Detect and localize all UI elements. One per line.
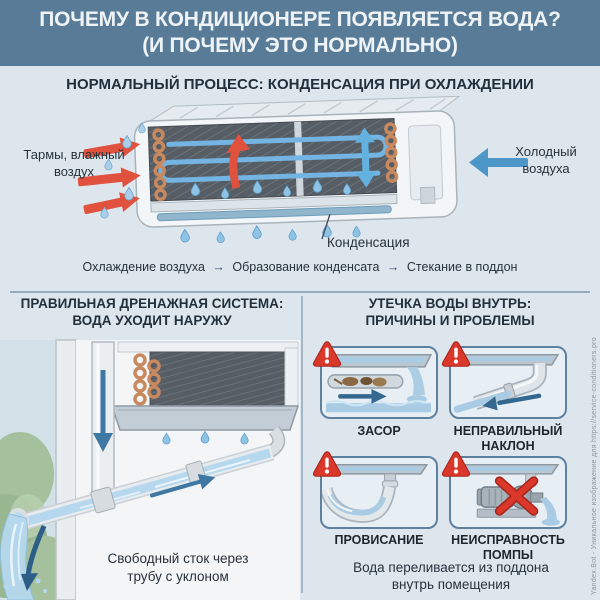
leak-section-title: УТЕЧКА ВОДЫ ВНУТРЬ: ПРИЧИНЫ И ПРОБЛЕМЫ bbox=[365, 296, 535, 328]
warm-air-arrow-icon bbox=[77, 137, 141, 215]
flow-arrow-icon bbox=[338, 389, 387, 404]
problem-label-clog: ЗАСОР bbox=[357, 424, 401, 438]
cold-air-arrow-icon bbox=[469, 148, 528, 177]
drain-pan bbox=[156, 205, 392, 222]
flow-arrow-icon: → bbox=[212, 260, 225, 274]
page-title-line1: ПОЧЕМУ В КОНДИЦИОНЕРЕ ПОЯВЛЯЕТСЯ ВОДА? bbox=[39, 8, 561, 31]
up-airflow-red-arrow-icon bbox=[226, 133, 251, 190]
refrigerant-pipes bbox=[158, 134, 389, 183]
vertical-divider bbox=[301, 296, 303, 593]
problem-label-sagging: ПРОВИСАНИЕ bbox=[334, 533, 424, 547]
problem-card-sagging bbox=[312, 451, 438, 529]
flow-arrow-icon: → bbox=[386, 260, 400, 274]
sagging-illustration bbox=[322, 464, 429, 523]
sloped-drain-pipe bbox=[13, 443, 275, 533]
ac-unit-body bbox=[133, 96, 461, 244]
problem-label-pump-failure: НЕИСПРАВНОСТЬ ПОМПЫ bbox=[451, 533, 565, 562]
condensation-label: Конденсация bbox=[327, 235, 410, 250]
process-step-1: Охлаждение воздуха bbox=[82, 260, 205, 274]
clog-illustration bbox=[324, 354, 433, 413]
process-step-2: Образование конденсата bbox=[232, 260, 380, 274]
warning-icon bbox=[441, 341, 471, 367]
drainage-section-title: ПРАВИЛЬНАЯ ДРЕНАЖНАЯ СИСТЕМА: ВОДА УХОДИ… bbox=[20, 296, 284, 328]
watermark: Yandex.Bot - Уникальное изображение для … bbox=[591, 337, 598, 595]
copper-coils bbox=[152, 122, 399, 201]
flow-down-arrow-icon bbox=[93, 370, 113, 452]
problem-card-clog bbox=[312, 341, 438, 419]
drainage-illustration bbox=[0, 339, 300, 600]
condensation-leader-line bbox=[321, 213, 331, 240]
problem-card-pump-failure bbox=[441, 451, 567, 529]
cold-air-label: Холодный воздуха bbox=[515, 144, 577, 176]
warning-icon bbox=[312, 341, 342, 367]
ac-unit-illustration bbox=[77, 96, 528, 244]
warm-air-label: Тармы, влажный воздух bbox=[23, 147, 125, 179]
backflow-arrow-icon bbox=[482, 393, 542, 411]
warning-icon bbox=[441, 451, 471, 477]
problem-card-wrong-slope bbox=[441, 341, 567, 419]
process-step-3: Стекание в поддон bbox=[406, 260, 518, 274]
evaporator-coil bbox=[117, 341, 299, 409]
slope-arrow-icon bbox=[149, 473, 216, 498]
page-title-line2: (И ПОЧЕМУ ЭТО НОРМАЛЬНО) bbox=[142, 34, 458, 57]
drain-pan bbox=[110, 405, 300, 431]
water-flow-arrow-icon bbox=[21, 524, 47, 591]
normal-process-title: НОРМАЛЬНЫЙ ПРОЦЕСС: КОНДЕНСАЦИЯ ПРИ ОХЛА… bbox=[66, 76, 534, 93]
warning-icon bbox=[312, 451, 342, 477]
wrong-slope-illustration bbox=[453, 354, 560, 413]
drainage-caption: Свободный сток через трубу с уклоном bbox=[107, 551, 249, 584]
process-flow: Охлаждение воздуха → Образование конденс… bbox=[0, 260, 600, 274]
problem-label-wrong-slope: НЕПРАВИЛЬНЫЙ НАКЛОН bbox=[453, 424, 563, 453]
leak-caption: Вода переливается из поддона внутрь поме… bbox=[353, 560, 549, 592]
failure-x-icon bbox=[494, 476, 539, 516]
horizontal-divider bbox=[10, 291, 590, 293]
circulation-blue-arrow-icon bbox=[354, 127, 376, 188]
header-banner: ПОЧЕМУ В КОНДИЦИОНЕРЕ ПОЯВЛЯЕТСЯ ВОДА? (… bbox=[0, 0, 600, 66]
